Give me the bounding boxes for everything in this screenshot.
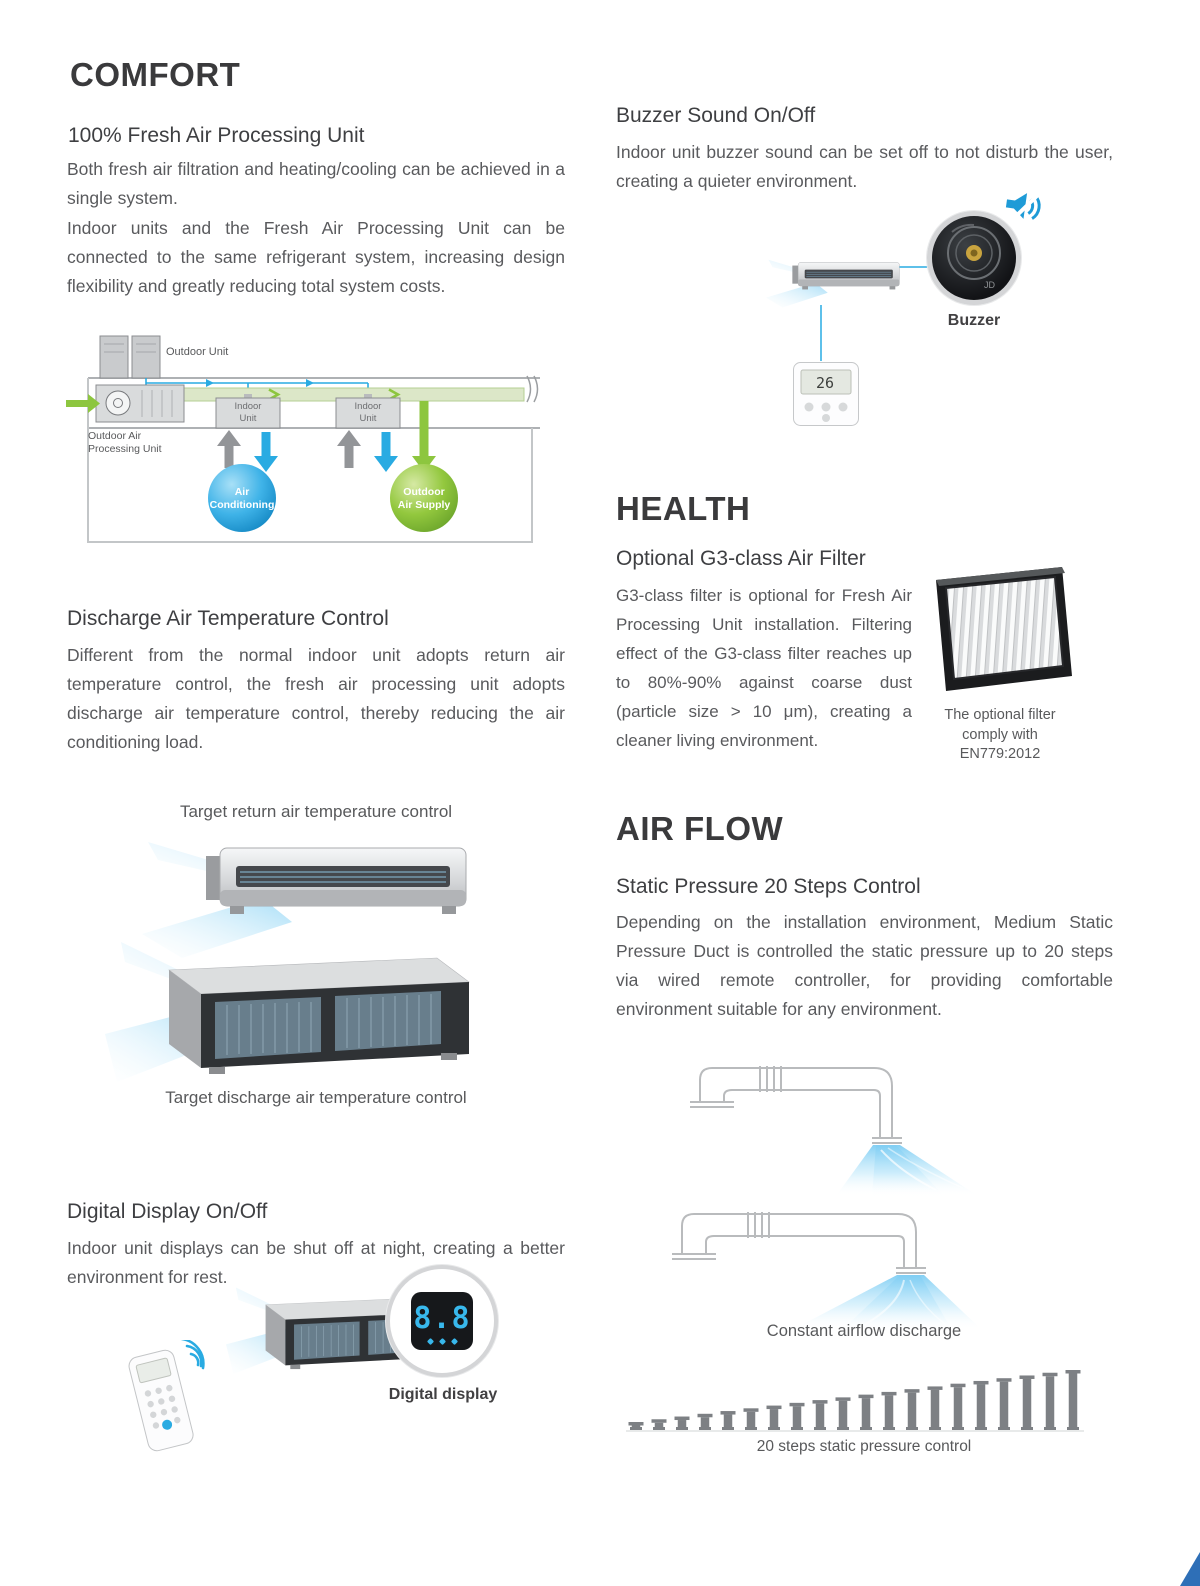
- outdoor-air-supply-label: Outdoor Air Supply: [397, 486, 451, 511]
- supply-air-arrow-icon: [254, 432, 398, 472]
- controller-display-value: 26: [816, 374, 834, 392]
- buzzer-caption: Buzzer: [947, 312, 1001, 329]
- pressure-steps-bars: [628, 1370, 1081, 1430]
- processing-unit-label: Outdoor Air Processing Unit: [88, 430, 162, 456]
- caption-discharge-air: Target discharge air temperature control: [165, 1088, 467, 1107]
- outdoor-unit-icon: [99, 335, 161, 379]
- filter-caption: The optional filter comply with EN779:20…: [944, 707, 1056, 763]
- buzzer-figure: JD Buzzer 26: [616, 175, 1112, 445]
- buzzer-para: Indoor unit buzzer sound can be set off …: [616, 142, 1113, 191]
- digital-display-para: Indoor unit displays can be shut off at …: [67, 1238, 565, 1287]
- air-conditioning-circle: [208, 464, 276, 532]
- digital-display-zoom: 8.8: [386, 1265, 498, 1377]
- caption-return-air: Target return air temperature control: [179, 802, 453, 821]
- buzzer-zoom: JD: [927, 211, 1021, 305]
- pipe-arrow-icon: [306, 379, 314, 387]
- buzzer-photo: JD: [947, 223, 1001, 290]
- air-flow-heading: AIR FLOW: [616, 810, 784, 847]
- caption-constant-airflow: Constant airflow discharge: [766, 1322, 962, 1340]
- caption-20-steps: 20 steps static pressure control: [756, 1438, 972, 1455]
- fan-icon: [105, 390, 131, 416]
- controller-buttons: [804, 402, 848, 422]
- duct-outlet-icon: [526, 375, 539, 403]
- outdoor-air-supply-circle: [390, 464, 458, 532]
- buzzer-photo-text: JD: [984, 280, 996, 290]
- seven-segment-screen: 8.8: [411, 1292, 473, 1350]
- outdoor-unit-label: Outdoor Unit: [166, 346, 229, 358]
- display-indicator-dots: [411, 1337, 473, 1346]
- page-corner-accent: [1180, 1552, 1200, 1586]
- digital-display-caption: Digital display: [388, 1386, 498, 1403]
- return-air-arrow-icon: [217, 430, 361, 468]
- health-heading: HEALTH: [616, 490, 751, 527]
- discharge-para: Different from the normal indoor unit ad…: [67, 645, 565, 752]
- static-pressure-title: Static Pressure 20 Steps Control: [616, 875, 921, 898]
- pressure-steps-chart: [626, 1370, 1084, 1432]
- buzzer-title: Buzzer Sound On/Off: [616, 104, 816, 127]
- indoor-unit-2-icon: [335, 397, 401, 429]
- fresh-air-title: 100% Fresh Air Processing Unit: [68, 124, 365, 147]
- pipe-arrow-icon: [206, 379, 214, 387]
- discharge-title: Discharge Air Temperature Control: [67, 607, 389, 630]
- airflow-diagram-2: [672, 1212, 982, 1330]
- digital-display-figure: 8.8 Digital display: [66, 1262, 566, 1477]
- air-filter-image: [936, 567, 1072, 691]
- remote-control-icon: [128, 1340, 205, 1452]
- outdoor-air-arrow-icon: [412, 401, 436, 472]
- digital-display-title: Digital Display On/Off: [67, 1200, 268, 1223]
- wired-controller-icon: 26: [793, 362, 859, 426]
- fresh-air-system-diagram: Outdoor Unit Outdoor Air Processing Unit…: [66, 330, 546, 565]
- filter-title: Optional G3-class Air Filter: [616, 547, 866, 570]
- comfort-heading: COMFORT: [70, 56, 241, 93]
- indoor-unit-image: [766, 259, 900, 308]
- indoor-unit-2-label: Indoor Unit: [354, 401, 382, 424]
- fresh-air-inlet-arrow: [66, 400, 88, 407]
- system-diagram-art: [66, 335, 540, 543]
- duct-unit-dark-image: [105, 941, 470, 1083]
- filter-para: G3-class filter is optional for Fresh Ai…: [616, 586, 912, 750]
- airflow-diagram-1: [690, 1066, 978, 1196]
- static-pressure-para: Depending on the installation environmen…: [616, 912, 1113, 1019]
- seven-segment-value: 8.8: [413, 1301, 471, 1336]
- indoor-unit-1-label: Indoor Unit: [234, 401, 262, 424]
- air-conditioning-label: Air Conditioning: [209, 486, 275, 511]
- processing-unit-icon: [95, 384, 185, 423]
- fresh-air-para-2: Indoor units and the Fresh Air Processin…: [67, 218, 565, 296]
- fresh-air-para-1: Both fresh air filtration and heating/co…: [67, 159, 565, 208]
- signal-waves-icon: [181, 1340, 205, 1370]
- indoor-unit-1-icon: [215, 397, 281, 429]
- buzzer-off-icon: [1005, 190, 1043, 225]
- fresh-air-inlet-arrowhead: [88, 394, 100, 413]
